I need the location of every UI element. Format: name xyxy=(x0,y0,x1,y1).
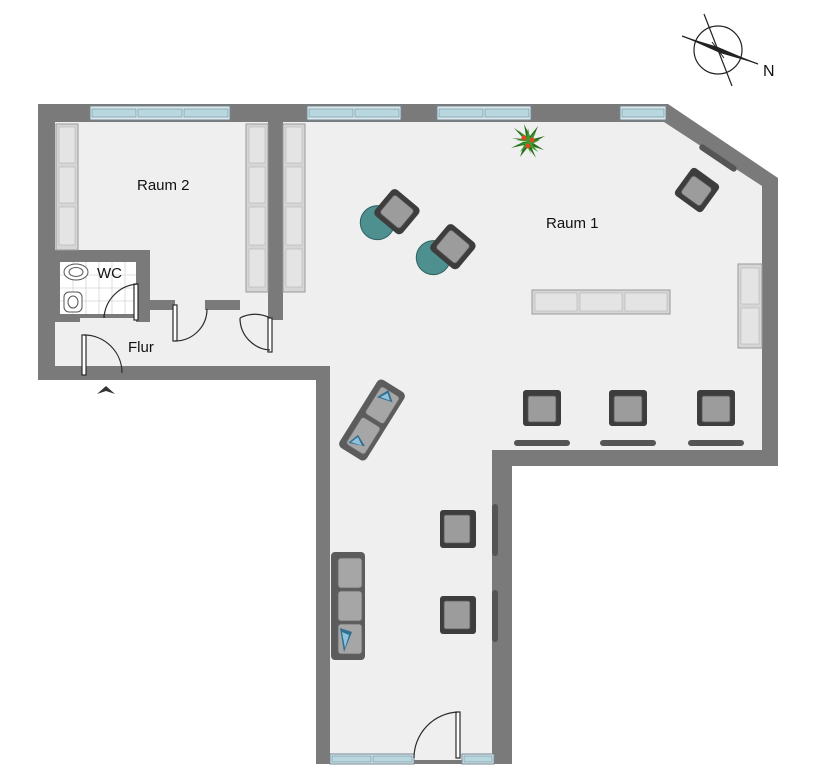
compass-north-label: N xyxy=(763,63,775,80)
cabinet-raum1-left xyxy=(282,123,306,293)
room-label-flur: Flur xyxy=(128,339,154,356)
compass-icon xyxy=(681,13,759,87)
plant-icon xyxy=(511,124,545,158)
window-raum2 xyxy=(89,105,231,121)
flur-floor xyxy=(55,318,283,366)
window-corridor-bottom xyxy=(329,753,495,765)
cabinet-raum2-right xyxy=(245,123,269,293)
door-wc xyxy=(103,283,139,321)
cabinets xyxy=(55,123,763,349)
door-entrance xyxy=(81,334,123,376)
window-raum1-b xyxy=(436,105,532,121)
room-label-wc: WC xyxy=(97,265,122,282)
toilet-icon xyxy=(63,263,89,281)
door-raum2 xyxy=(172,304,208,342)
room-label-raum2: Raum 2 xyxy=(137,177,190,194)
room-label-raum1: Raum 1 xyxy=(546,215,599,232)
sofa-corridor xyxy=(331,552,365,660)
sink-icon xyxy=(63,291,83,313)
window-raum1-a xyxy=(306,105,402,121)
lounge-chair-2 xyxy=(415,224,476,276)
entrance-arrow-icon xyxy=(97,386,115,394)
sofa-diagonal xyxy=(339,379,405,461)
chair-corridor-2 xyxy=(440,590,498,642)
window-raum1-c xyxy=(619,105,667,121)
windows xyxy=(89,105,737,765)
chair-row-3 xyxy=(688,390,744,446)
doors xyxy=(81,283,461,759)
raum2-floor xyxy=(55,122,268,250)
interior-walls xyxy=(55,118,330,456)
cabinet-raum2-left xyxy=(55,123,79,251)
window-diagonal xyxy=(699,144,737,172)
chair-row-1 xyxy=(514,390,570,446)
chair-row-2 xyxy=(600,390,656,446)
lounge-chair-1 xyxy=(359,189,420,241)
cabinet-raum1-center xyxy=(531,289,671,315)
door-raum1 xyxy=(239,313,273,353)
door-corridor xyxy=(413,711,461,759)
cabinet-raum1-right xyxy=(737,263,763,349)
chair-diagonal xyxy=(674,167,720,213)
chair-corridor-1 xyxy=(440,504,498,556)
